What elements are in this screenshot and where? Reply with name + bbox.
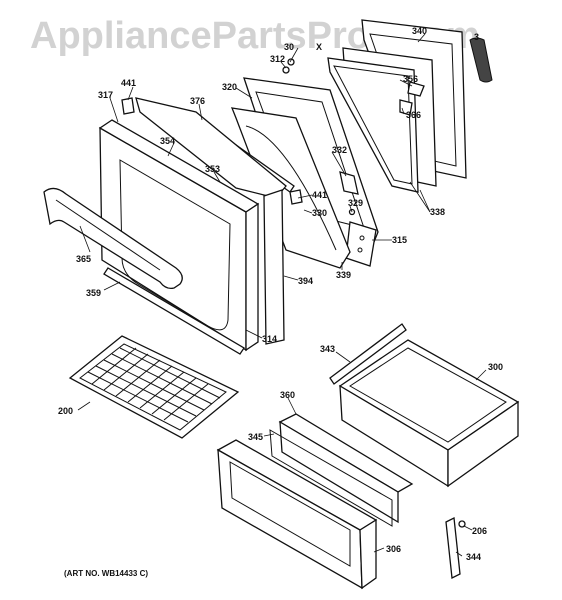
callout-345: 345	[248, 432, 263, 442]
callout-353: 353	[205, 164, 220, 174]
drawer-rail-343[interactable]	[329, 323, 407, 385]
callout-365: 365	[76, 254, 91, 264]
callout-3-top-right: 3	[474, 32, 479, 42]
callout-labels: 340 3 30 X 312 441 317 320 376 356 366 3…	[58, 26, 503, 562]
callout-30: 30	[284, 42, 294, 52]
callout-314: 314	[262, 334, 277, 344]
callout-376: 376	[190, 96, 205, 106]
art-number: (ART NO. WB14433 C)	[64, 569, 148, 578]
callout-366: 366	[406, 110, 421, 120]
callout-315: 315	[392, 235, 407, 245]
callout-317: 317	[98, 90, 113, 100]
drawer-gasket-345[interactable]	[269, 429, 393, 527]
hinge-315[interactable]	[345, 221, 377, 267]
drawer-front-306[interactable]	[216, 439, 378, 590]
side-trim-394[interactable]	[263, 189, 285, 345]
door-handle-365[interactable]	[43, 187, 183, 290]
callout-394: 394	[298, 276, 313, 286]
callout-206: 206	[472, 526, 487, 536]
callout-329: 329	[348, 198, 363, 208]
drawer-box-300[interactable]	[338, 339, 520, 488]
door-bracket-441-lower[interactable]	[289, 189, 303, 205]
callout-441-upper: 441	[121, 78, 136, 88]
callout-359: 359	[86, 288, 101, 298]
callout-200: 200	[58, 406, 73, 416]
leader-lines	[77, 33, 487, 557]
door-latch-332[interactable]	[339, 171, 359, 195]
screw-312[interactable]	[282, 58, 295, 74]
hinge-bracket-356[interactable]	[407, 81, 425, 97]
oven-rack-200[interactable]	[68, 335, 240, 439]
callout-360: 360	[280, 390, 295, 400]
callout-300: 300	[488, 362, 503, 372]
drawer-glide-344[interactable]	[445, 516, 461, 580]
callout-330: 330	[312, 208, 327, 218]
callout-354: 354	[160, 136, 175, 146]
callout-339: 339	[336, 270, 351, 280]
callout-340: 340	[412, 26, 427, 36]
callout-x: X	[316, 42, 322, 52]
callout-320: 320	[222, 82, 237, 92]
callout-306: 306	[386, 544, 401, 554]
callout-441-lower: 441	[312, 190, 327, 200]
callout-344: 344	[466, 552, 481, 562]
drawer-frame-360[interactable]	[278, 413, 414, 524]
callout-356: 356	[403, 74, 418, 84]
callout-332: 332	[332, 145, 347, 155]
screw-206[interactable]	[458, 520, 466, 528]
callout-343: 343	[320, 344, 335, 354]
oven-door-front-314[interactable]	[98, 119, 260, 352]
callout-312: 312	[270, 54, 285, 64]
door-gasket-strip[interactable]	[469, 37, 493, 83]
callout-338: 338	[430, 207, 445, 217]
door-bracket-441-upper[interactable]	[121, 97, 135, 115]
door-bottom-trim-359[interactable]	[103, 267, 245, 355]
